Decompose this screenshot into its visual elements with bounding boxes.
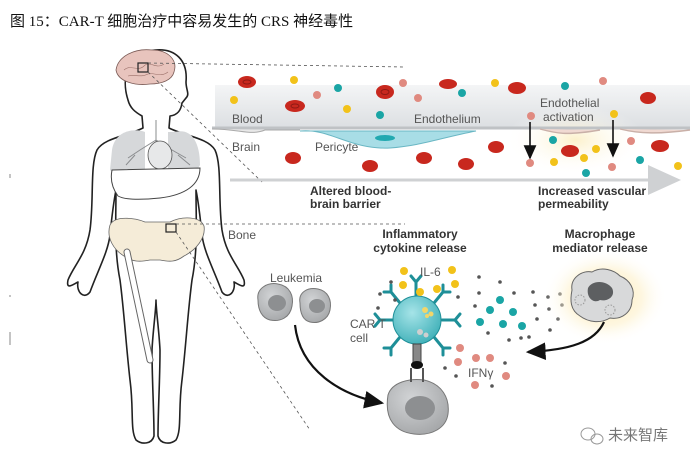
yellow-cytokine [491,79,499,87]
antigen-binding [411,361,423,369]
femur-bone [124,249,153,363]
il6-label: IL-6 [420,265,441,279]
yellow-cytokine [290,76,298,84]
inflammatory-label: Inflammatory [382,227,458,241]
zoom-connectors [147,62,406,431]
bone-label: Bone [228,228,256,242]
macrophage-cell [570,268,634,323]
car-receptors [373,274,462,357]
pink-cytokine [608,163,616,171]
pink-cytokine [414,94,422,102]
red-blood-cell [238,76,256,88]
permeability-label: Increased vascular [538,184,646,198]
yellow-cytokine [610,110,618,118]
bbb-label-2: brain barrier [310,197,381,211]
ifng-cytokines [454,344,510,389]
human-body-outline [66,49,246,444]
red-blood-cell [416,152,432,164]
yellow-cytokine [343,105,351,113]
pink-cytokine [627,137,635,145]
blood-label: Blood [232,112,263,126]
brain-focus-box [137,62,149,73]
red-blood-cell [651,140,669,152]
leukemia-label: Leukemia [270,271,322,285]
pericyte-nucleus [375,135,395,141]
activation-arrows [523,120,620,160]
pelvis-bone [108,217,205,364]
heart-organ [147,140,173,170]
cell-nucleus [309,299,325,313]
watermark: 未来智库 [580,426,668,445]
red-blood-cell [439,79,457,89]
red-blood-cell [508,82,526,94]
red-blood-cell [285,100,305,112]
red-blood-cell [362,160,378,172]
red-blood-cell [561,145,579,157]
yellow-cytokine [592,145,600,153]
wechat-icon [580,427,604,445]
il6-cytokines [399,266,459,296]
yellow-cytokine [550,158,558,166]
yellow-cytokine [580,154,588,162]
teal-cytokine [549,136,557,144]
pink-cytokine [313,91,321,99]
car-t-label: CAR T [350,317,386,331]
pink-cytokine [399,79,407,87]
inflammatory-label-2: cytokine release [373,241,467,255]
leukemia-cells [257,283,331,323]
bone-focus-box [165,223,177,233]
teal-cytokine [582,169,590,177]
bbb-label: Altered blood- [310,184,391,198]
brain-label: Brain [232,140,260,154]
pink-cytokine [527,112,535,120]
endothelial-activation-label-2: activation [543,110,594,124]
macrophage-nucleus [587,282,614,302]
watermark-text: 未来智库 [608,426,668,444]
macrophage-label: Macrophage [565,227,636,241]
ifng-label: IFNγ [468,366,493,380]
blood-cells [230,76,656,120]
red-blood-cell [376,85,394,99]
yellow-cytokine [230,96,238,104]
activated-endothelial-cell [619,128,691,134]
red-blood-cell [285,152,301,164]
brain-organ [115,49,176,85]
car-t-label-2: cell [350,331,368,345]
teal-cytokine [636,156,644,164]
red-blood-cell [458,158,474,170]
teal-cytokine [334,84,342,92]
pericyte-label: Pericyte [315,140,359,154]
teal-cytokines [476,296,526,330]
teal-cytokine [458,89,466,97]
teal-cytokine [561,82,569,90]
cell-nucleus [405,396,435,420]
endothelial-cell [211,128,300,133]
brain-tissue-cells [285,136,682,177]
curved-arrow [293,324,385,409]
permeability-label-2: permeability [538,197,609,211]
figure-caption: 图 15：CAR-T 细胞治疗中容易发生的 CRS 神经毒性 [10,14,354,30]
yellow-cytokine [674,162,682,170]
cell-nucleus [268,295,286,311]
activated-endothelial-cell [539,128,601,135]
endothelial-activation-label: Endothelial [540,96,599,110]
liver-organ [110,167,201,200]
car-t-cell [373,274,462,382]
red-blood-cell [488,141,504,153]
pink-cytokine [599,77,607,85]
blood-vessel [211,85,691,175]
pink-cytokine [526,159,534,167]
macrophage-arrow [525,321,606,360]
red-blood-cell [640,92,656,104]
teal-cytokine [376,111,384,119]
endothelium-label: Endothelium [414,112,481,126]
